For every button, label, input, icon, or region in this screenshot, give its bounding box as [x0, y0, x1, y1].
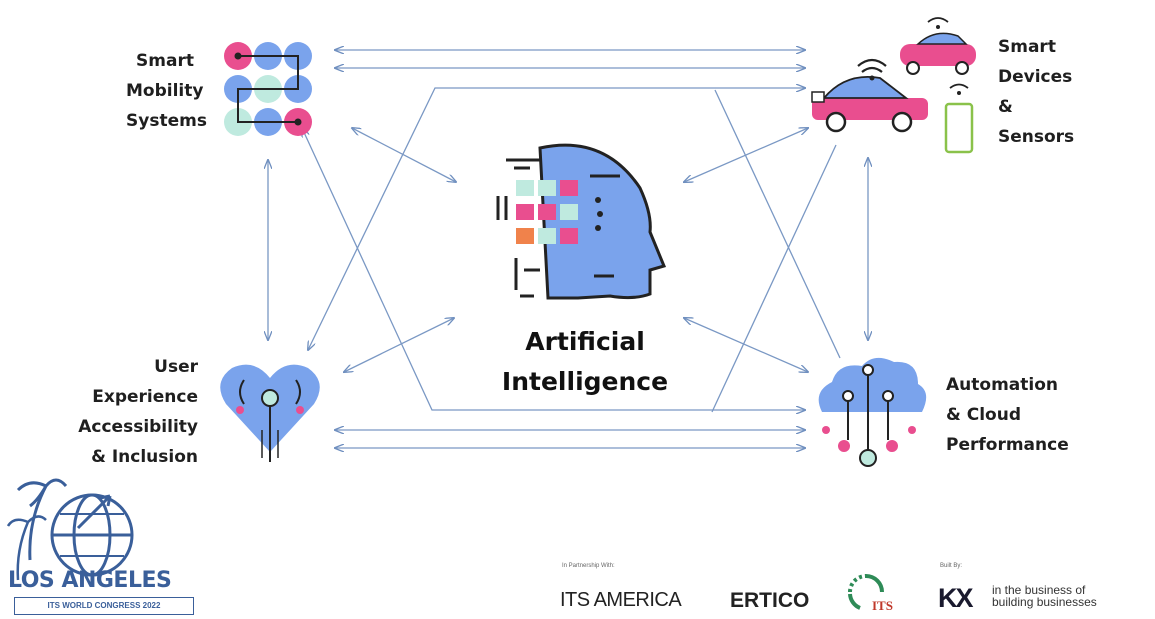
- arrow-devices-to-ux: [711, 144, 837, 413]
- automation-cloud-label: Automation & Cloud Performance: [946, 375, 1069, 455]
- kx-tagline: in the business of building businesses: [992, 583, 1097, 609]
- los-angeles-logo-text: LOS ANGELES: [8, 568, 172, 593]
- arrow-ux-ai: [344, 318, 454, 372]
- center-node-title: Artificial Intelligence: [501, 327, 669, 396]
- partnership-label: In Partnership With:: [562, 563, 615, 569]
- user-experience-label: User Experience Accessibility & Inclusio…: [78, 357, 198, 467]
- smart-mobility-label: Smart Mobility Systems: [126, 51, 207, 131]
- arrow-mobility-to-cloud: [302, 128, 805, 410]
- automation-cloud-icon: [818, 357, 927, 467]
- built-by-label: Built By:: [940, 563, 963, 569]
- los-angeles-globe-icon: [6, 478, 134, 581]
- ai-head-icon: [496, 143, 667, 300]
- arrow-mobility-ai: [352, 128, 456, 182]
- its-world-congress-badge: ITS WORLD CONGRESS 2022: [14, 597, 194, 615]
- its-logo: ITS: [872, 598, 893, 613]
- arrow-cloud-to-mobility: [714, 89, 841, 359]
- its-swirl-icon: [848, 574, 884, 610]
- smart-mobility-icon: [224, 42, 312, 136]
- ertico-logo: ERTICO: [730, 589, 810, 612]
- user-experience-heart-icon: [220, 364, 320, 462]
- arrow-cloud-ai: [684, 318, 808, 372]
- its-america-logo: ITS AMERICA: [560, 589, 682, 611]
- kx-logo: KX: [938, 583, 973, 613]
- smart-devices-label: Smart Devices & Sensors: [998, 37, 1075, 147]
- connectors: [268, 50, 868, 448]
- smart-devices-icon: [811, 17, 976, 154]
